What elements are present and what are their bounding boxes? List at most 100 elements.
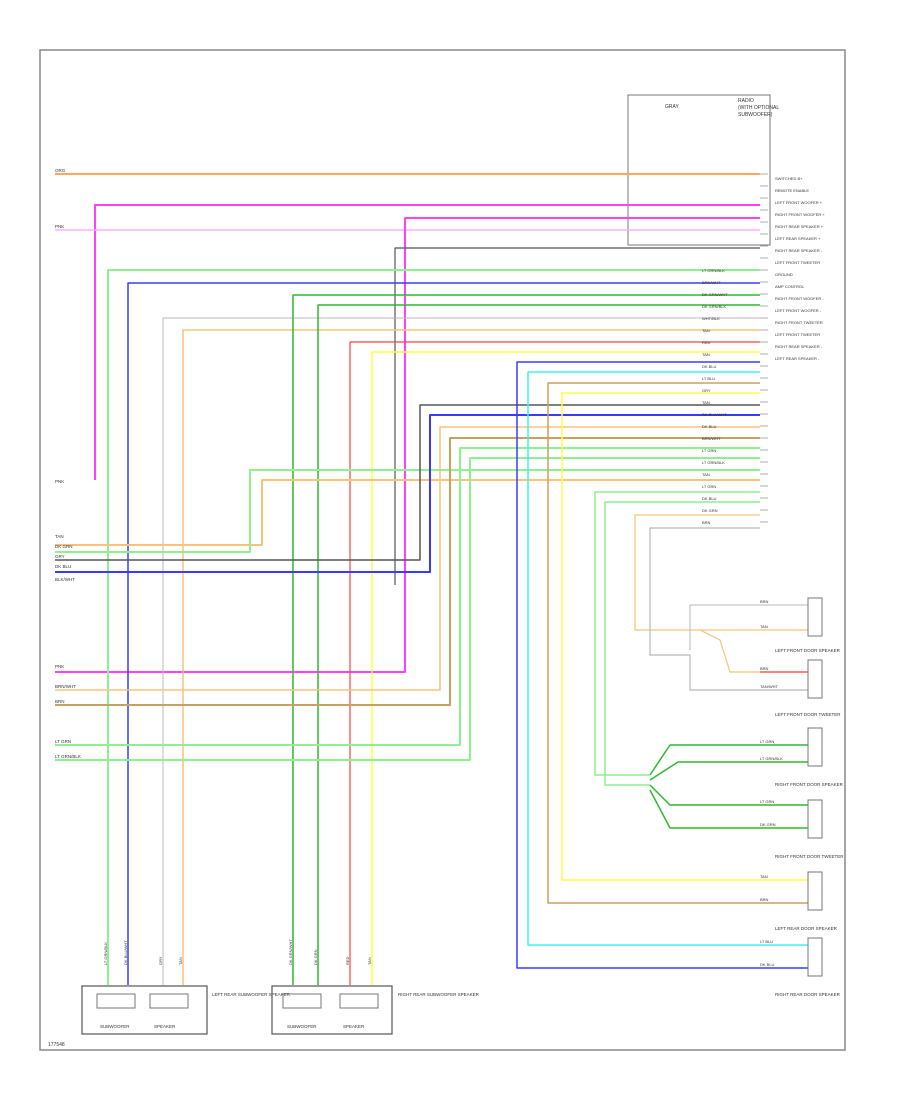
- speaker-name-rf-tweeter: RIGHT FRONT DOOR TWEETER: [775, 854, 844, 859]
- wire-lt-grn-bus: [55, 469, 760, 553]
- speaker-name-rf-door: RIGHT FRONT DOOR SPEAKER: [775, 782, 844, 787]
- radio-module: RADIO (WITH OPTIONAL SUBWOOFER) GRAY: [627, 94, 779, 246]
- right-speaker-wire-2-1: LT GRN/BLK: [760, 756, 783, 761]
- module-note-1: RADIO: [738, 98, 754, 104]
- module-pin-label-8: GROUND: [775, 272, 793, 277]
- connector-wire-label-7: TAN: [702, 352, 710, 357]
- right-subwoofer-label: SUBWOOFER: [287, 1024, 317, 1029]
- wire-dk-blu-rr: [516, 361, 808, 969]
- left-wire-label-0: ORG: [55, 168, 66, 173]
- right-speaker-wire-2-0: LT GRN: [760, 739, 774, 744]
- module-pin-label-4: RIGHT REAR SPEAKER +: [775, 224, 824, 229]
- connector-wire-label-13: DK BLU: [702, 424, 717, 429]
- bottom-left-group: SUBWOOFER SPEAKER LEFT REAR SUBWOOFER SP…: [81, 985, 291, 1035]
- module-pin-label-15: LEFT REAR SPEAKER -: [775, 356, 820, 361]
- right-speaker-wire-3-0: LT GRN: [760, 799, 774, 804]
- wire-pink-2: [55, 217, 760, 673]
- wire-dark-gnd: [394, 247, 760, 585]
- bottom-wire-label-1-3: TAN: [367, 957, 372, 965]
- connector-wire-label-16: LT GRN/BLK: [702, 460, 725, 465]
- wire-dk-grn-sub: [317, 304, 760, 985]
- connector-wire-label-8: DK BLU: [702, 364, 717, 369]
- bottom-wire-label-1-2: RED: [345, 956, 350, 965]
- wire-grn-rf: [594, 491, 760, 776]
- connector-wire-label-15: LT GRN: [702, 448, 716, 453]
- connector-wire-label-1: BRN/WHT: [702, 280, 721, 285]
- wire-tan-spk: [182, 329, 760, 985]
- module-gnd-label: GRAY: [665, 104, 679, 110]
- wire-lt-grn-blk-sub: [107, 269, 760, 985]
- right-speaker-label: SPEAKER: [343, 1024, 365, 1029]
- module-pin-label-7: LEFT FRONT TWEETER: [775, 260, 820, 265]
- module-box: [627, 94, 771, 246]
- wire-grn-splice-1: [649, 744, 808, 776]
- left-wire-label-11: LT GRN: [55, 739, 71, 744]
- connector-wire-label-4: WHT/BLK: [702, 316, 720, 321]
- right-speaker-wire-4-1: BRN: [760, 897, 769, 902]
- wire-gry-bus: [55, 404, 760, 561]
- right-speaker-wire-4-0: TAN: [760, 874, 768, 879]
- module-pin-label-5: LEFT REAR SPEAKER +: [775, 236, 821, 241]
- connector-wire-label-17: TAN: [702, 472, 710, 477]
- left-wire-label-5: GRY: [55, 554, 65, 559]
- module-pin-label-3: RIGHT FRONT WOOFER +: [775, 212, 825, 217]
- right-speaker-wire-1-1: TAN/WHT: [760, 684, 778, 689]
- wire-tan-bus: [55, 479, 760, 546]
- wire-lt-grn-low: [55, 447, 760, 746]
- wire-lt-blu-rr: [527, 371, 808, 946]
- connector-wire-label-12: DK BLU/WHT: [702, 412, 727, 417]
- right-speaker: [339, 993, 379, 1009]
- left-wire-label-10: BRN: [55, 699, 65, 704]
- wire-gray-lf: [649, 527, 808, 691]
- bottom-wire-label-1-1: DK GRN: [313, 949, 318, 965]
- wire-brn-lr: [547, 382, 808, 904]
- wire-dk-blu-wht-sub: [127, 282, 760, 985]
- wire-brn-wht-bus: [55, 426, 760, 691]
- right-group-label: RIGHT REAR SUBWOOFER SPEAKER: [398, 992, 480, 997]
- wire-red-spk: [349, 341, 760, 985]
- right-speaker-wire-1-0: BRN: [760, 666, 769, 671]
- speaker-name-lf-door: LEFT FRONT DOOR SPEAKER: [775, 648, 841, 653]
- wire-grn-rf-2: [604, 501, 760, 786]
- bottom-right-group: SUBWOOFER SPEAKER RIGHT REAR SUBWOOFER S…: [271, 985, 480, 1035]
- left-speaker-label: SPEAKER: [154, 1024, 176, 1029]
- right-sub-box: [271, 985, 393, 1035]
- left-wire-label-8: PNK: [55, 664, 64, 669]
- speaker-name-rr-door: RIGHT REAR DOOR SPEAKER: [775, 992, 841, 997]
- wire-brn-bus: [55, 437, 760, 706]
- wire-blue-bus: [55, 414, 760, 573]
- connector-wire-label-19: DK BLU: [702, 496, 717, 501]
- right-subwoofer: [282, 993, 322, 1009]
- wire-lt-grn-blk-low: [55, 457, 760, 761]
- speaker-lf-tweeter: [807, 659, 823, 699]
- speaker-lf-door: [807, 597, 823, 637]
- wire-yellow-lr: [561, 392, 808, 881]
- bottom-wire-label-0-3: TAN: [178, 957, 183, 965]
- bottom-wire-label-0-2: GRY: [158, 956, 163, 965]
- wire-grn-splice-4: [649, 789, 808, 829]
- connector-wire-label-20: DK GRN: [702, 508, 718, 513]
- connector-wire-label-14: BRN/WHT: [702, 436, 721, 441]
- connector-wire-label-18: LT GRN: [702, 484, 716, 489]
- speaker-name-lr-door: LEFT REAR DOOR SPEAKER: [775, 926, 838, 931]
- left-wire-label-9: BRN/WHT: [55, 684, 76, 689]
- wire-dk-grn-wht-sub: [292, 294, 760, 985]
- speaker-name-lf-tweeter: LEFT FRONT DOOR TWEETER: [775, 712, 841, 717]
- right-speaker-wire-5-1: DK BLU: [760, 962, 775, 967]
- bottom-wire-label-0-0: LT GRN/BLK: [103, 942, 108, 965]
- left-speaker: [149, 993, 189, 1009]
- module-note-3: SUBWOOFER): [738, 112, 773, 118]
- module-pin-label-2: LEFT FRONT WOOFER +: [775, 200, 823, 205]
- left-wire-label-7: BLK/WHT: [55, 577, 75, 582]
- connector-wire-label-5: TAN: [702, 328, 710, 333]
- left-sub-box: [81, 985, 208, 1035]
- bottom-wire-label-0-1: DK BLU/WHT: [123, 940, 128, 965]
- connector-wire-label-6: RED: [702, 340, 711, 345]
- left-subwoofer-label: SUBWOOFER: [100, 1024, 130, 1029]
- right-speaker-wire-0-1: TAN: [760, 624, 768, 629]
- right-speaker-wire-5-0: LT BLU: [760, 939, 773, 944]
- footer-code: 177548: [48, 1042, 65, 1048]
- connector-wire-label-0: LT GRN/BLK: [702, 268, 725, 273]
